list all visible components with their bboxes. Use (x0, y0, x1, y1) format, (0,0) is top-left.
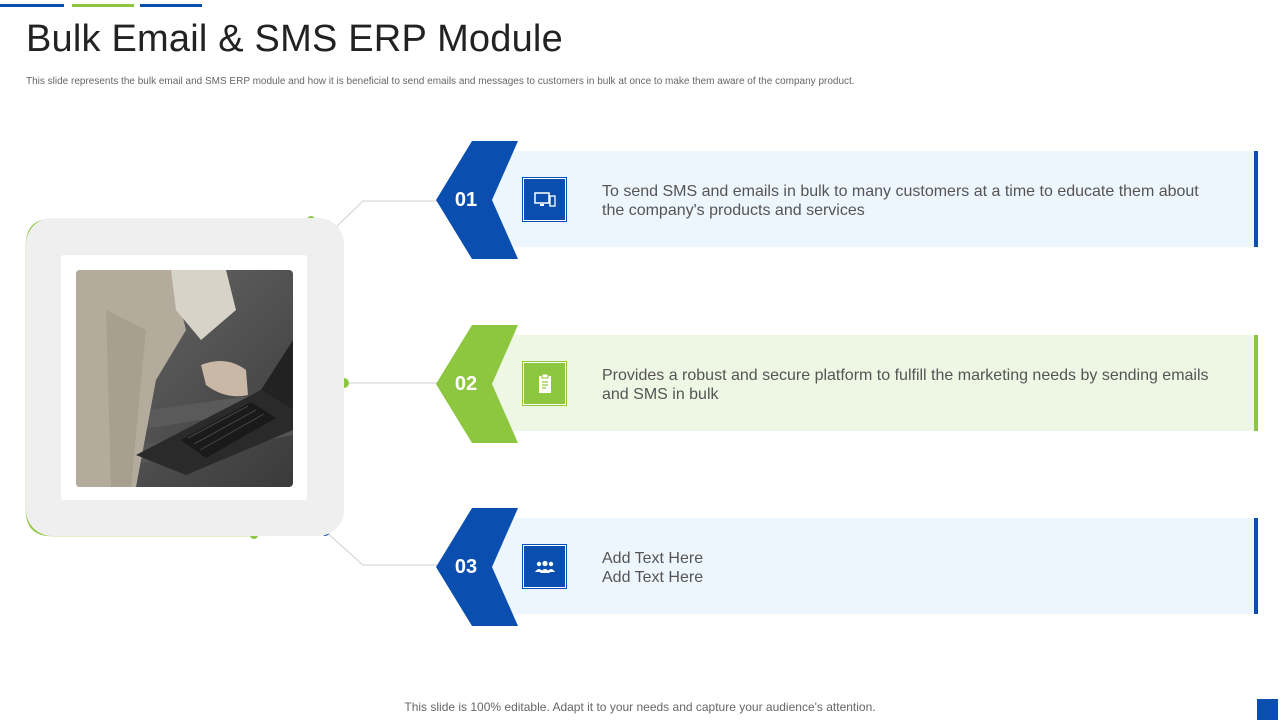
item-text-02: Provides a robust and secure platform to… (602, 366, 1222, 404)
item-text-01-line1: To send SMS and emails in bulk to many c… (602, 183, 1199, 200)
item-text-03: Add Text Here Add Text Here (602, 549, 1222, 587)
slide-title: Bulk Email & SMS ERP Module (26, 18, 563, 60)
item-panel-01 (490, 151, 1258, 247)
chevron-02 (436, 325, 518, 443)
corner-accent-square (1257, 699, 1278, 720)
item-panel-02 (490, 335, 1258, 431)
top-accent-bar-blue-2 (140, 4, 202, 7)
chevron-03 (436, 508, 518, 626)
team-people-icon (522, 544, 567, 589)
chevron-01 (436, 141, 518, 259)
item-text-03-line2: Add Text Here (602, 569, 704, 586)
slide-subtitle: This slide represents the bulk email and… (26, 76, 855, 87)
item-text-03-line1: Add Text Here (602, 550, 704, 567)
item-text-02-line2: and SMS in bulk (602, 386, 719, 403)
item-number-03: 03 (454, 556, 478, 578)
top-accent-bar-green (72, 4, 134, 7)
computer-monitor-icon (522, 177, 567, 222)
item-text-01: To send SMS and emails in bulk to many c… (602, 182, 1222, 220)
item-text-01-line2: the company's products and services (602, 202, 865, 219)
item-panel-03 (490, 518, 1258, 614)
slide-footer: This slide is 100% editable. Adapt it to… (404, 700, 876, 714)
clipboard-document-icon (522, 361, 567, 406)
top-accent-bar-blue-1 (0, 4, 64, 7)
item-text-02-line1: Provides a robust and secure platform to… (602, 367, 1209, 384)
laptop-photo (76, 270, 293, 487)
item-number-01: 01 (454, 189, 478, 211)
item-number-02: 02 (454, 373, 478, 395)
